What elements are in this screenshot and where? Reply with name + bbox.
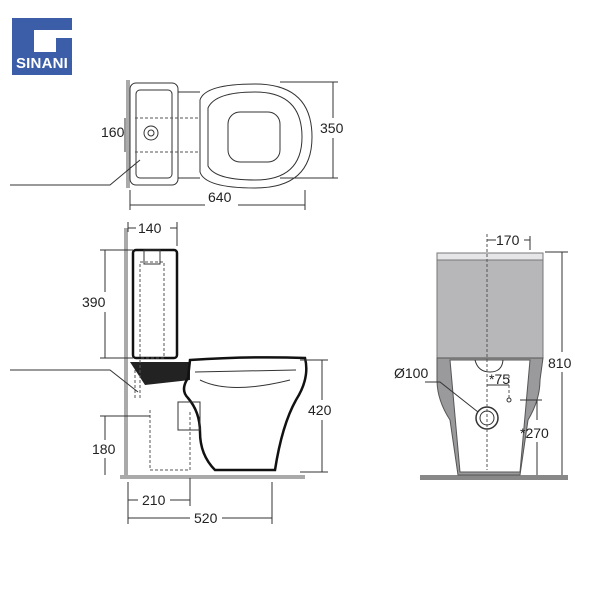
- top-view: 160 350 640: [10, 80, 344, 210]
- dim-210: 210: [142, 492, 166, 508]
- dim-180: 180: [92, 441, 116, 457]
- dim-390: 390: [82, 294, 106, 310]
- side-view: 140 390 420 180 210 520: [10, 220, 332, 526]
- sinani-logo: SINANI: [12, 18, 72, 75]
- dim-170: 170: [496, 232, 520, 248]
- front-view: 170 810 Ø100 *75 *270: [394, 232, 572, 480]
- dim-75: *75: [489, 371, 510, 387]
- dim-810: 810: [548, 355, 572, 371]
- dim-640: 640: [208, 189, 232, 205]
- dim-outlet-diameter: Ø100: [394, 365, 428, 381]
- dim-160: 160: [101, 124, 125, 140]
- dim-520: 520: [194, 510, 218, 526]
- dim-350: 350: [320, 120, 344, 136]
- dim-420: 420: [308, 402, 332, 418]
- dim-140: 140: [138, 220, 162, 236]
- dim-270: *270: [520, 425, 549, 441]
- logo-text: SINANI: [15, 55, 69, 72]
